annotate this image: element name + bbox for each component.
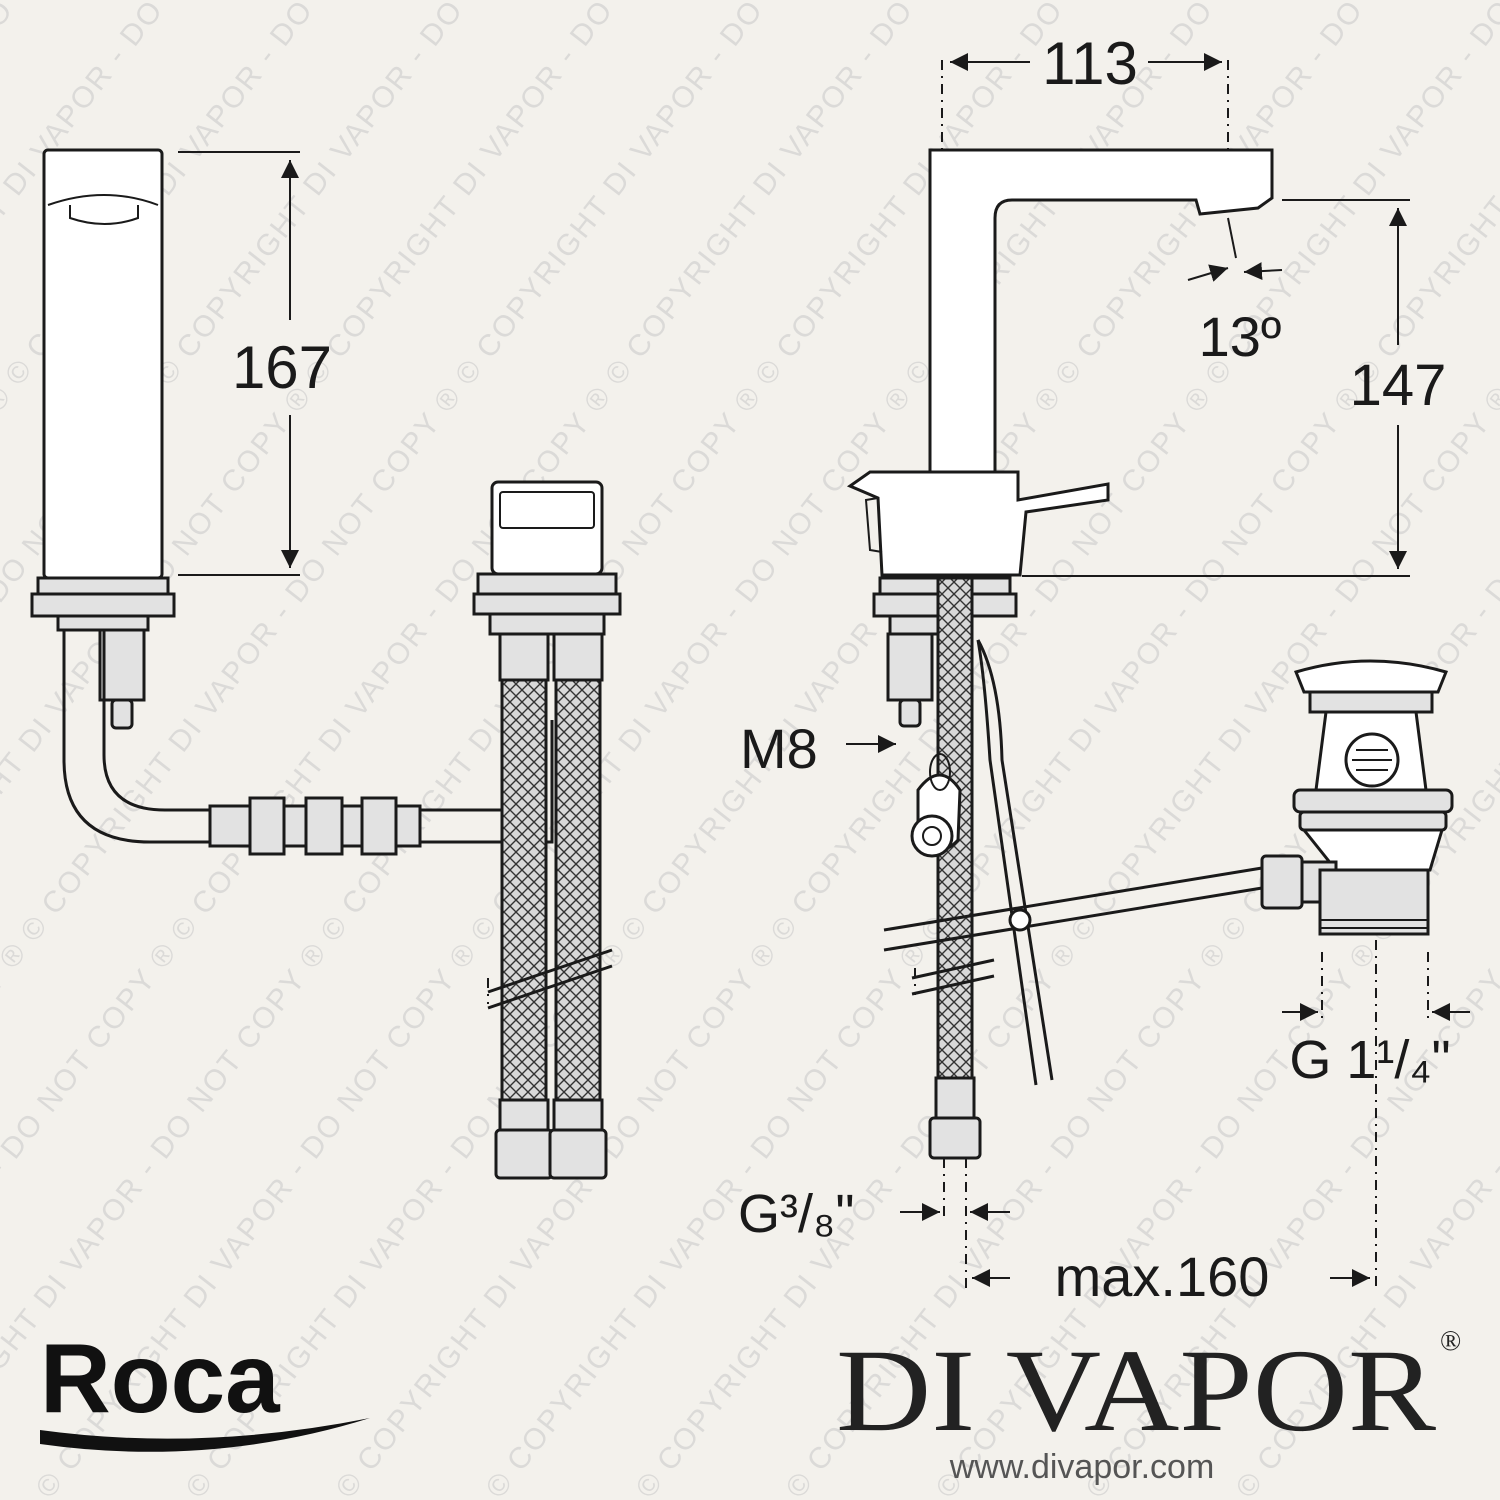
front-hose-right: [554, 678, 602, 1102]
divapor-logo: DI VAPOR ® www.divapor.com: [836, 1325, 1461, 1486]
dim-rod-thread: M8: [740, 717, 818, 780]
front-base-plate: [36, 576, 170, 596]
popup-waste: [1260, 659, 1454, 936]
side-lever-handle: [846, 470, 1110, 577]
dim-inlet-thread: G³/₈": [738, 1184, 855, 1244]
front-spout-outlet: [47, 194, 159, 206]
roca-swoosh: [40, 1418, 370, 1452]
side-view: 113 13º 147 M8 G³/₈" G 1¹/₄" max.160: [738, 30, 1470, 1308]
divapor-url: www.divapor.com: [949, 1448, 1215, 1486]
popup-lift-rod: [883, 866, 1263, 932]
popup-rod: [976, 639, 1054, 1081]
front-cable-connector: [208, 796, 422, 856]
front-threaded-stud: [98, 628, 146, 702]
side-hose-nut: [928, 1116, 982, 1160]
dim-spout-angle: 13º: [1199, 305, 1282, 368]
front-hose-nut-left: [494, 1128, 554, 1180]
dim-max-rod-length: max.160: [1055, 1245, 1270, 1308]
front-hose-left: [500, 678, 548, 1102]
divapor-registered-mark: ®: [1440, 1326, 1461, 1357]
divapor-logo-text: DI VAPOR: [836, 1325, 1436, 1456]
side-tap-body: [928, 148, 1274, 474]
side-threaded-stud: [886, 632, 934, 702]
dim-waste-thread: G 1¹/₄": [1289, 1030, 1450, 1090]
dim-spout-reach: 113: [1042, 30, 1138, 97]
dim-height-front: 167: [232, 334, 332, 401]
roca-logo-text: Roca: [40, 1323, 281, 1433]
front-hose-nut-right: [548, 1128, 608, 1180]
watermark-line: © COPYRIGHT DI VAPOR - DO NOT COPY ® © C…: [180, 0, 1500, 1500]
front-view: 167: [30, 148, 622, 1180]
dim-height-side: 147: [1350, 353, 1447, 418]
front-cable: [62, 630, 210, 844]
roca-logo: Roca: [40, 1323, 370, 1452]
front-tap-body: [42, 148, 164, 580]
